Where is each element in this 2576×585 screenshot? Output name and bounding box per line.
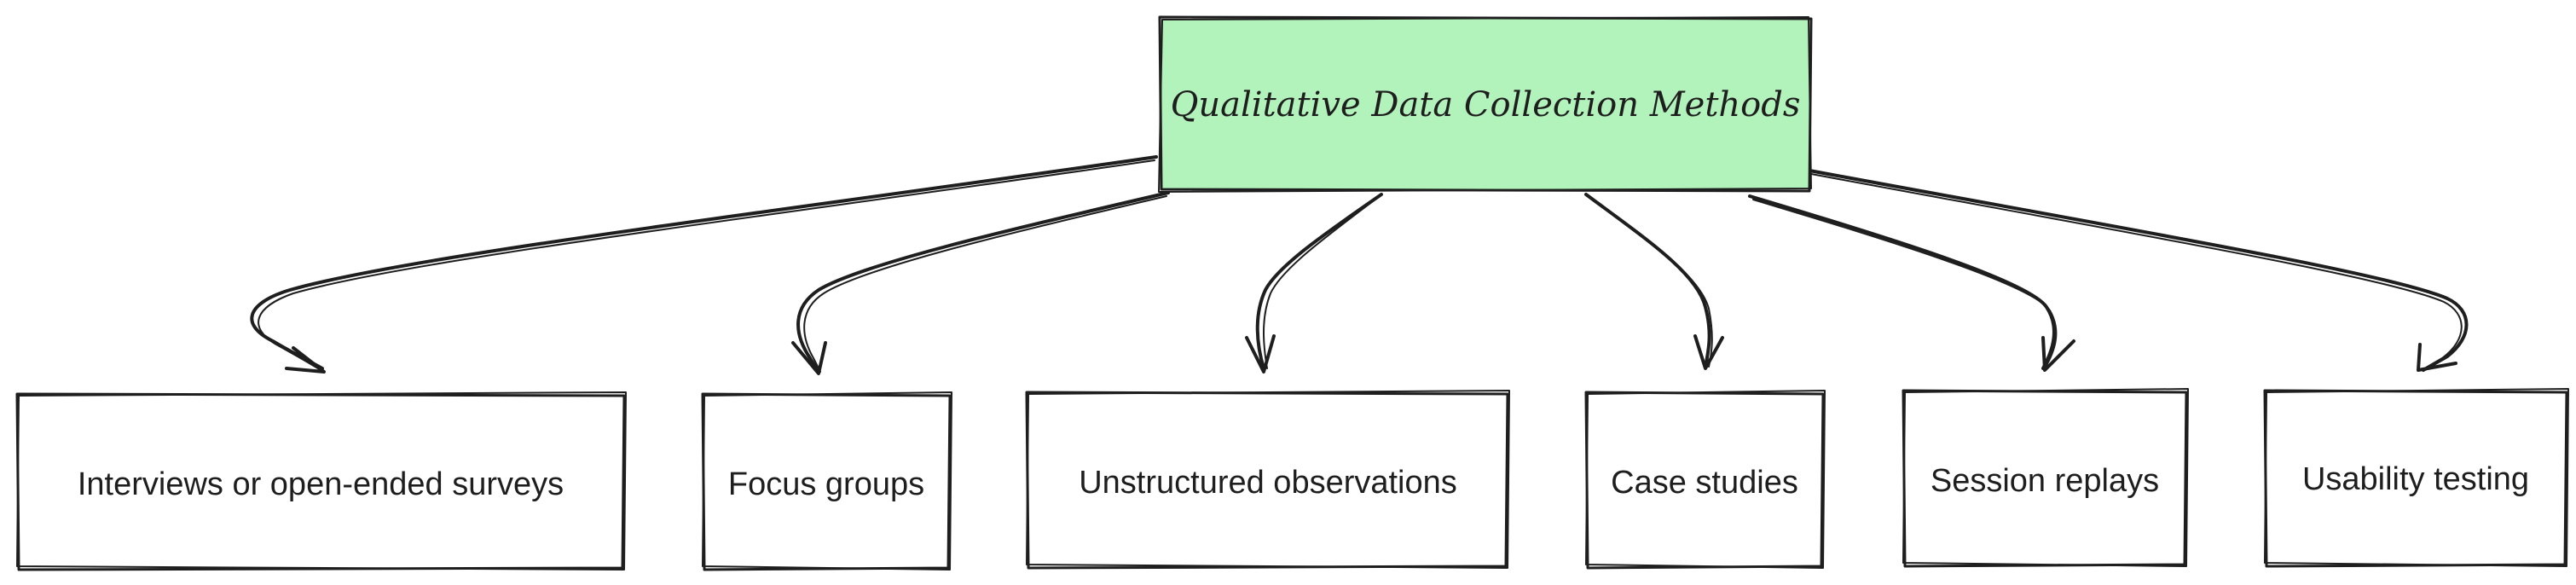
arrow-to-usability-testing — [1808, 169, 2469, 372]
child-node-label: Unstructured observations — [1079, 465, 1457, 501]
arrow-to-interviews — [250, 155, 1158, 374]
arrow-to-session-replays — [1748, 194, 2075, 372]
child-node-session-replays: Session replays — [1902, 388, 2189, 568]
child-node-case-studies: Case studies — [1584, 390, 1826, 570]
root-node: Qualitative Data Collection Methods — [1158, 15, 1813, 193]
child-node-label: Session replays — [1931, 463, 2159, 499]
child-nodes: Interviews or open-ended surveys Focus g… — [15, 388, 2569, 571]
arrow-to-focus-groups — [791, 191, 1170, 375]
arrow-to-case-studies — [1584, 193, 1724, 370]
root-node-label: Qualitative Data Collection Methods — [1171, 85, 1801, 125]
child-node-usability-testing: Usability testing — [2263, 388, 2569, 568]
child-node-focus-groups: Focus groups — [701, 391, 952, 571]
child-node-label: Usability testing — [2302, 461, 2529, 497]
arrow-to-unstructured — [1245, 193, 1383, 374]
child-node-label: Case studies — [1611, 465, 1798, 501]
child-node-unstructured-observations: Unstructured observations — [1025, 390, 1510, 570]
child-node-label: Interviews or open-ended surveys — [78, 466, 564, 502]
child-node-label: Focus groups — [728, 466, 924, 502]
arrows — [250, 155, 2469, 375]
root-node-box — [1161, 19, 1809, 189]
child-node-interviews: Interviews or open-ended surveys — [15, 391, 627, 571]
